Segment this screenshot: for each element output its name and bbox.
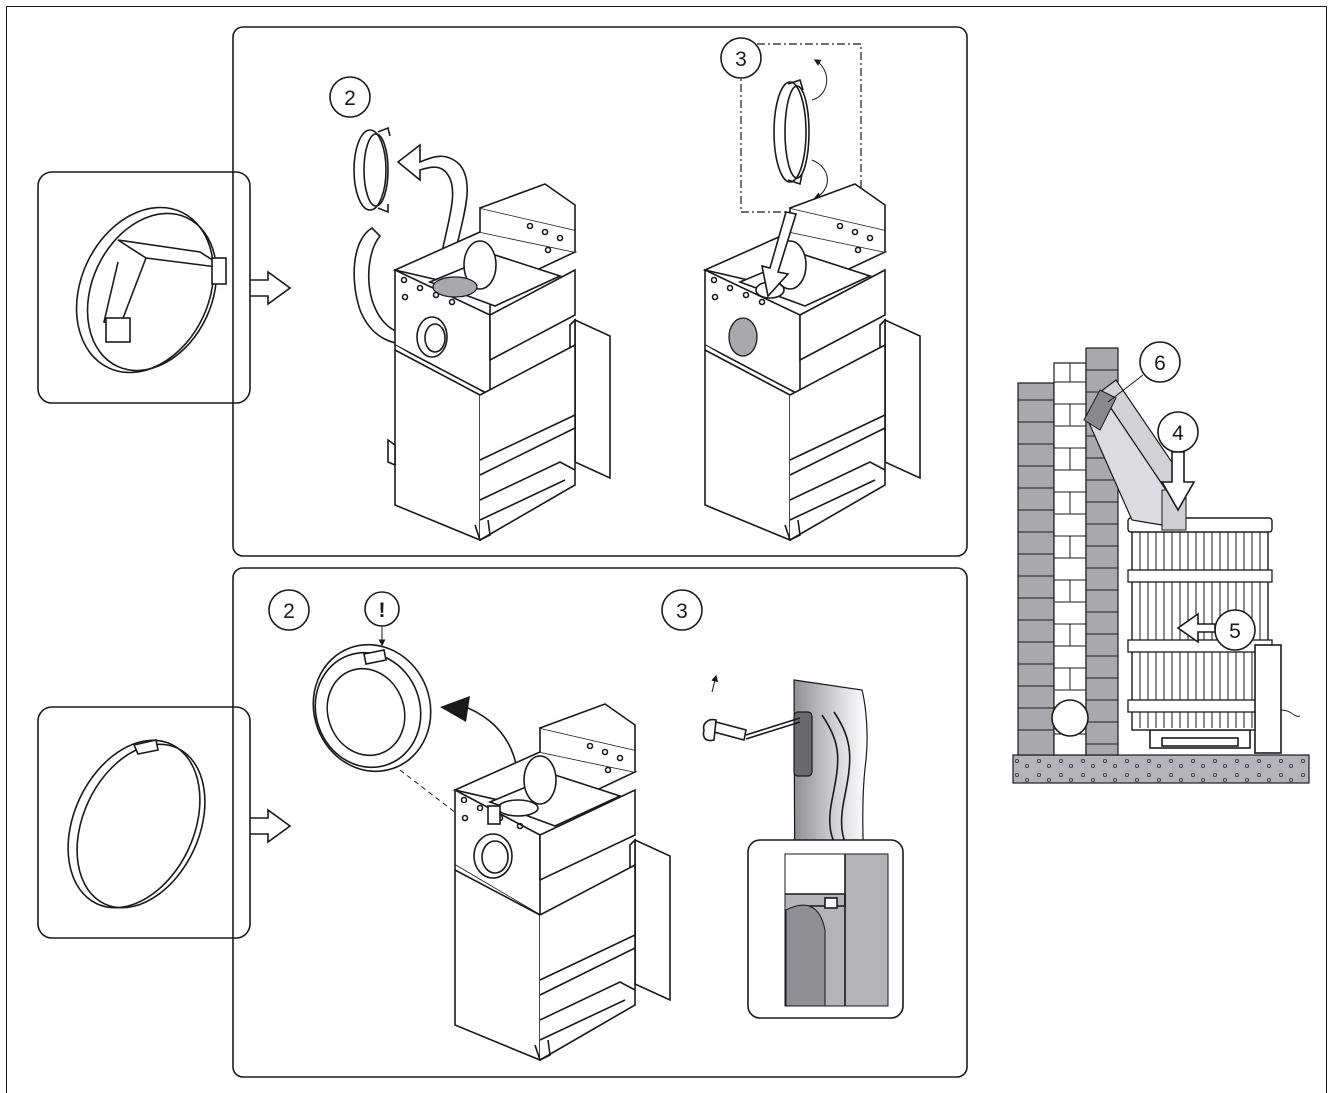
top-inset-arrow-icon: [250, 270, 292, 306]
bottom-inset-ring: [37, 706, 251, 939]
svg-text:4: 4: [1172, 422, 1184, 445]
rotate-ring-icon: [773, 59, 828, 199]
side-callout-5: 5: [1176, 609, 1256, 651]
svg-text:!: !: [379, 599, 386, 622]
svg-text:2: 2: [283, 600, 295, 623]
side-callout-6: 6: [1107, 341, 1181, 403]
heater-body-1: [387, 183, 611, 542]
page-frame: [6, 6, 1327, 1093]
cover-disc: [312, 643, 432, 773]
heater-body-3: [452, 703, 671, 1062]
top-step-2-callout: 2: [329, 76, 371, 118]
bottom-inset-arrow-icon: [250, 808, 292, 844]
heater-body-2: [702, 183, 921, 542]
svg-text:2: 2: [344, 87, 356, 110]
bottom-step-2-callout: 2: [268, 589, 310, 631]
svg-text:3: 3: [676, 600, 688, 623]
warning-icon: !: [364, 591, 400, 647]
screwdriver-detail: [702, 674, 904, 1019]
top-panel: [232, 26, 968, 557]
bottom-panel: [232, 567, 968, 1078]
bottom-step-3-callout: 3: [661, 589, 703, 631]
screwdriver-icon: [702, 717, 801, 742]
insert-ring-arrow-icon: [760, 211, 798, 298]
detached-ring-icon: [353, 126, 391, 214]
sauna-stove: [1127, 517, 1301, 754]
connector-pipe: [1083, 379, 1187, 531]
floor-gravel: [1012, 754, 1310, 784]
side-callout-4: 4: [1157, 411, 1199, 512]
svg-text:6: 6: [1154, 352, 1166, 375]
svg-text:3: 3: [735, 48, 747, 71]
svg-text:5: 5: [1229, 620, 1241, 643]
top-inset-ring-bracket: [37, 171, 251, 404]
chimney-inlet: [1051, 699, 1089, 737]
